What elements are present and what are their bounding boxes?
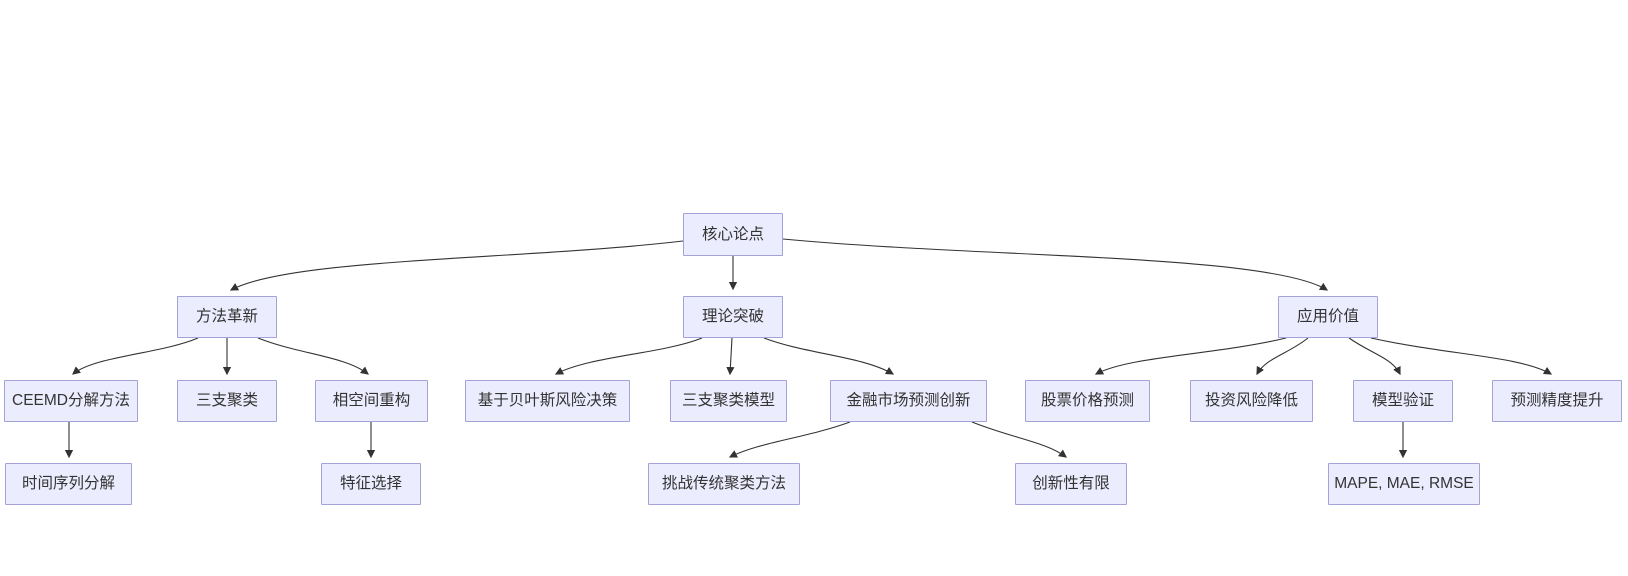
node-feature-selection: 特征选择 bbox=[321, 463, 421, 505]
edge-method-to-ceemd bbox=[72, 337, 199, 375]
edge-finmarket-to-challenge bbox=[728, 421, 851, 458]
node-phase-space-reconstruction: 相空间重构 bbox=[315, 380, 428, 422]
node-three-way-clustering-model: 三支聚类模型 bbox=[670, 380, 787, 422]
node-mape-mae-rmse: MAPE, MAE, RMSE bbox=[1328, 463, 1480, 505]
edge-theory-to-bayes bbox=[554, 337, 703, 375]
node-model-validation: 模型验证 bbox=[1353, 380, 1453, 422]
node-phase-space-reconstruction-label: 相空间重构 bbox=[332, 392, 411, 410]
node-financial-market-prediction: 金融市场预测创新 bbox=[830, 380, 987, 422]
node-stock-price-prediction: 股票价格预测 bbox=[1025, 380, 1150, 422]
node-prediction-accuracy: 预测精度提升 bbox=[1492, 380, 1622, 422]
edge-theory-to-finmarket bbox=[763, 337, 895, 375]
node-three-way-clustering-model-label: 三支聚类模型 bbox=[681, 392, 775, 410]
edge-finmarket-to-limited bbox=[971, 421, 1067, 458]
node-three-way-clustering: 三支聚类 bbox=[177, 380, 277, 422]
edge-core-to-method bbox=[229, 240, 684, 291]
node-three-way-clustering-label: 三支聚类 bbox=[195, 392, 258, 410]
node-investment-risk-reduction-label: 投资风险降低 bbox=[1204, 392, 1298, 410]
node-financial-market-prediction-label: 金融市场预测创新 bbox=[846, 392, 971, 410]
node-theory-breakthrough: 理论突破 bbox=[683, 296, 783, 338]
edge-method-to-phasespace bbox=[257, 337, 369, 375]
node-limited-innovation-label: 创新性有限 bbox=[1032, 475, 1110, 493]
node-core-thesis: 核心论点 bbox=[683, 213, 783, 256]
node-bayesian-risk-decision-label: 基于贝叶斯风险决策 bbox=[477, 392, 618, 410]
node-stock-price-prediction-label: 股票价格预测 bbox=[1040, 392, 1134, 410]
node-bayesian-risk-decision: 基于贝叶斯风险决策 bbox=[465, 380, 630, 422]
node-time-series-decomposition: 时间序列分解 bbox=[5, 463, 132, 505]
node-investment-risk-reduction: 投资风险降低 bbox=[1190, 380, 1313, 422]
node-ceemd-decomposition-label: CEEMD分解方法 bbox=[12, 392, 130, 410]
edge-application-to-precision bbox=[1370, 337, 1553, 375]
node-limited-innovation: 创新性有限 bbox=[1015, 463, 1127, 505]
node-feature-selection-label: 特征选择 bbox=[339, 475, 402, 493]
node-theory-breakthrough-label: 理论突破 bbox=[701, 308, 764, 326]
node-method-innovation-label: 方法革新 bbox=[195, 308, 258, 326]
node-ceemd-decomposition: CEEMD分解方法 bbox=[4, 380, 138, 422]
node-core-thesis-label: 核心论点 bbox=[701, 225, 764, 243]
edge-application-to-stock bbox=[1094, 337, 1287, 375]
node-model-validation-label: 模型验证 bbox=[1371, 392, 1434, 410]
edge-theory-to-threewaymodel bbox=[726, 337, 735, 376]
node-prediction-accuracy-label: 预测精度提升 bbox=[1510, 392, 1604, 410]
node-method-innovation: 方法革新 bbox=[177, 296, 277, 338]
node-application-value-label: 应用价值 bbox=[1296, 308, 1359, 326]
node-challenge-traditional-clustering: 挑战传统聚类方法 bbox=[648, 463, 800, 505]
edge-application-to-validation bbox=[1348, 337, 1401, 376]
node-time-series-decomposition-label: 时间序列分解 bbox=[21, 475, 115, 493]
node-application-value: 应用价值 bbox=[1278, 296, 1378, 338]
edge-core-to-application bbox=[782, 238, 1329, 291]
edge-application-to-risk bbox=[1256, 337, 1309, 376]
node-mape-mae-rmse-label: MAPE, MAE, RMSE bbox=[1334, 475, 1474, 493]
node-challenge-traditional-clustering-label: 挑战传统聚类方法 bbox=[661, 475, 786, 493]
